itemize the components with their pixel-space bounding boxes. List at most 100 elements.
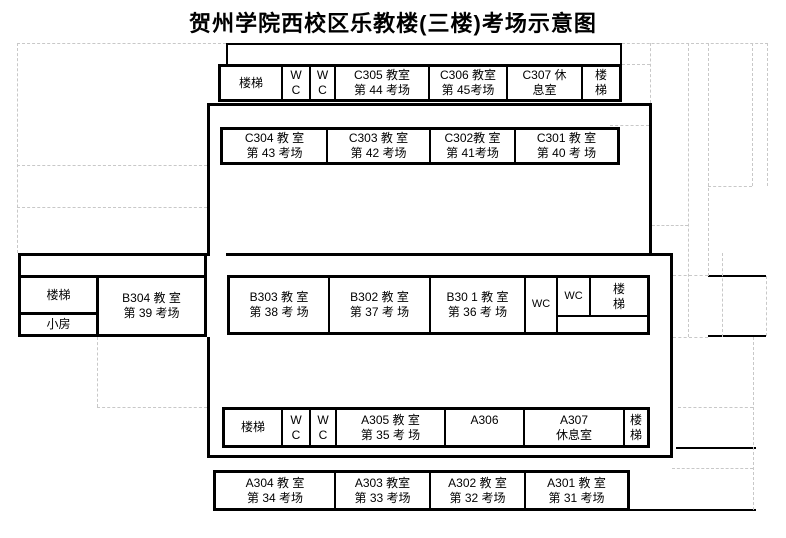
room-row-c: C304 教 室 第 43 考场 C303 教 室 第 42 考场 C302教 … xyxy=(220,127,620,165)
room-name: B302 教 室 xyxy=(350,290,409,305)
wall-segment xyxy=(630,509,756,511)
wc-label: C xyxy=(318,83,327,97)
room-name: C303 教 室 xyxy=(348,131,409,146)
stair-label: 楼梯 xyxy=(240,420,265,435)
room-cell-a304: A304 教 室 第 34 考场 xyxy=(216,473,336,508)
room-name: C307 休 xyxy=(522,68,567,83)
grid-dash-line xyxy=(17,207,207,208)
exam-room-number: 第 41考场 xyxy=(446,146,499,160)
exam-room-number: 第 34 考场 xyxy=(246,490,304,505)
wall-segment xyxy=(226,253,673,256)
exam-room-number: 第 40 考 场 xyxy=(536,146,597,160)
wall-segment xyxy=(207,103,210,256)
corridor-strip-left xyxy=(21,256,204,278)
grid-dash-line xyxy=(622,64,650,65)
wc-label: C xyxy=(318,427,328,442)
grid-dash-line xyxy=(97,407,207,408)
wc-label: C xyxy=(291,83,301,97)
wing-left-b: 楼梯 小房 B304 教 室 第 39 考场 xyxy=(18,253,207,337)
room-cell-c302: C302教 室 第 41考场 xyxy=(431,130,516,162)
room-name: 息室 xyxy=(532,83,557,97)
exam-room-number: 第 43 考场 xyxy=(246,146,303,160)
grid-dash-line xyxy=(673,275,708,276)
stair-label: 梯 xyxy=(629,427,642,442)
grid-dash-line xyxy=(708,186,752,187)
room-name: A302 教 室 xyxy=(448,475,507,490)
grid-dash-line xyxy=(766,276,767,336)
wall-segment xyxy=(649,103,652,256)
exam-room-number: 第 45考场 xyxy=(441,83,495,97)
exam-room-number: 第 44 考场 xyxy=(353,83,411,97)
room-name: A307 xyxy=(559,412,589,427)
room-cell-b301: B30 1 教 室 第 36 考 场 xyxy=(431,278,526,332)
wall-segment xyxy=(207,455,673,458)
grid-dash-line xyxy=(678,407,753,408)
grid-dash-line xyxy=(17,43,226,44)
room-cell-b302: B302 教 室 第 37 考 场 xyxy=(330,278,431,332)
exam-room-number: 第 32 考场 xyxy=(449,490,506,505)
wc-label: W xyxy=(290,412,302,427)
small-room-cell: 小房 xyxy=(21,315,96,334)
wall-segment xyxy=(708,275,766,277)
room-cell-a306: A306 xyxy=(446,410,525,445)
room-cell-c307: C307 休 息室 xyxy=(508,67,583,99)
room-name: A306 xyxy=(470,413,499,427)
room-name: B30 1 教 室 xyxy=(446,290,509,305)
room-name: B304 教 室 xyxy=(122,291,181,306)
wc-cell: W C xyxy=(311,67,336,99)
wall-segment xyxy=(670,253,673,458)
grid-dash-line xyxy=(708,43,709,276)
room-name: C305 教室 xyxy=(353,68,411,83)
grid-dash-line xyxy=(17,165,207,166)
grid-dash-line xyxy=(672,468,753,469)
stair-cell: 楼 梯 xyxy=(583,67,619,99)
room-cell-c304: C304 教 室 第 43 考场 xyxy=(223,130,328,162)
wc-cell: W C xyxy=(283,410,311,445)
room-name: 小房 xyxy=(46,317,71,332)
grid-dash-line xyxy=(652,225,688,226)
stair-label: 楼梯 xyxy=(238,75,263,90)
wc-cell: WC xyxy=(526,278,558,332)
stair-label: 楼 xyxy=(612,281,625,296)
grid-dash-line xyxy=(97,337,98,407)
grid-dash-line xyxy=(753,337,754,510)
room-cell-a301: A301 教 室 第 31 考场 xyxy=(526,473,627,508)
grid-dash-line xyxy=(17,43,18,253)
room-name: C304 教 室 xyxy=(244,131,305,146)
room-cell-b303: B303 教 室 第 38 考 场 xyxy=(230,278,330,332)
room-cell-c305: C305 教室 第 44 考场 xyxy=(336,67,430,99)
room-name: C306 教室 xyxy=(439,68,497,83)
wc-label: W xyxy=(316,68,329,83)
room-row-b: B303 教 室 第 38 考 场 B302 教 室 第 37 考 场 B30 … xyxy=(227,275,650,335)
stair-cell: 楼梯 xyxy=(221,67,283,99)
room-cell-b304: B304 教 室 第 39 考场 xyxy=(99,278,204,334)
exam-room-number: 第 42 考场 xyxy=(350,146,407,160)
exam-room-number: 第 36 考 场 xyxy=(447,305,508,319)
wall-segment xyxy=(207,337,210,458)
room-name: C301 教 室 xyxy=(536,131,597,146)
room-row-bottom: A304 教 室 第 34 考场 A303 教室 第 33 考场 A302 教 … xyxy=(213,470,630,511)
room-row-top: 楼梯 W C W C C305 教室 第 44 考场 C306 教室 第 45考… xyxy=(218,64,622,102)
stair-cell: 楼 梯 xyxy=(591,278,647,315)
wall-segment xyxy=(676,447,756,449)
exam-room-number: 第 37 考 场 xyxy=(349,305,410,319)
stair-cell: 楼梯 xyxy=(21,278,96,315)
room-row-a: 楼梯 W C W C A305 教 室 第 35 考 场 A306 A307 休… xyxy=(222,407,650,448)
exam-room-number: 第 35 考 场 xyxy=(360,427,421,442)
stair-label: 梯 xyxy=(612,296,625,311)
grid-dash-line xyxy=(688,43,689,337)
room-name: A304 教 室 xyxy=(245,475,305,490)
room-name: 休息室 xyxy=(555,427,592,442)
stair-label: 楼 xyxy=(594,68,607,83)
stair-cell: 楼 梯 xyxy=(625,410,647,445)
room-cell-a305: A305 教 室 第 35 考 场 xyxy=(337,410,446,445)
room-cell-c303: C303 教 室 第 42 考场 xyxy=(328,130,431,162)
exam-room-number: 第 39 考场 xyxy=(123,306,180,320)
exam-room-number: 第 38 考 场 xyxy=(249,305,309,319)
stair-label: 梯 xyxy=(594,83,607,97)
room-name: C302教 室 xyxy=(444,131,501,146)
room-cell-c301: C301 教 室 第 40 考 场 xyxy=(516,130,617,162)
page-title: 贺州学院西校区乐教楼(三楼)考场示意图 xyxy=(189,11,597,36)
wc-label: WC xyxy=(564,289,583,302)
